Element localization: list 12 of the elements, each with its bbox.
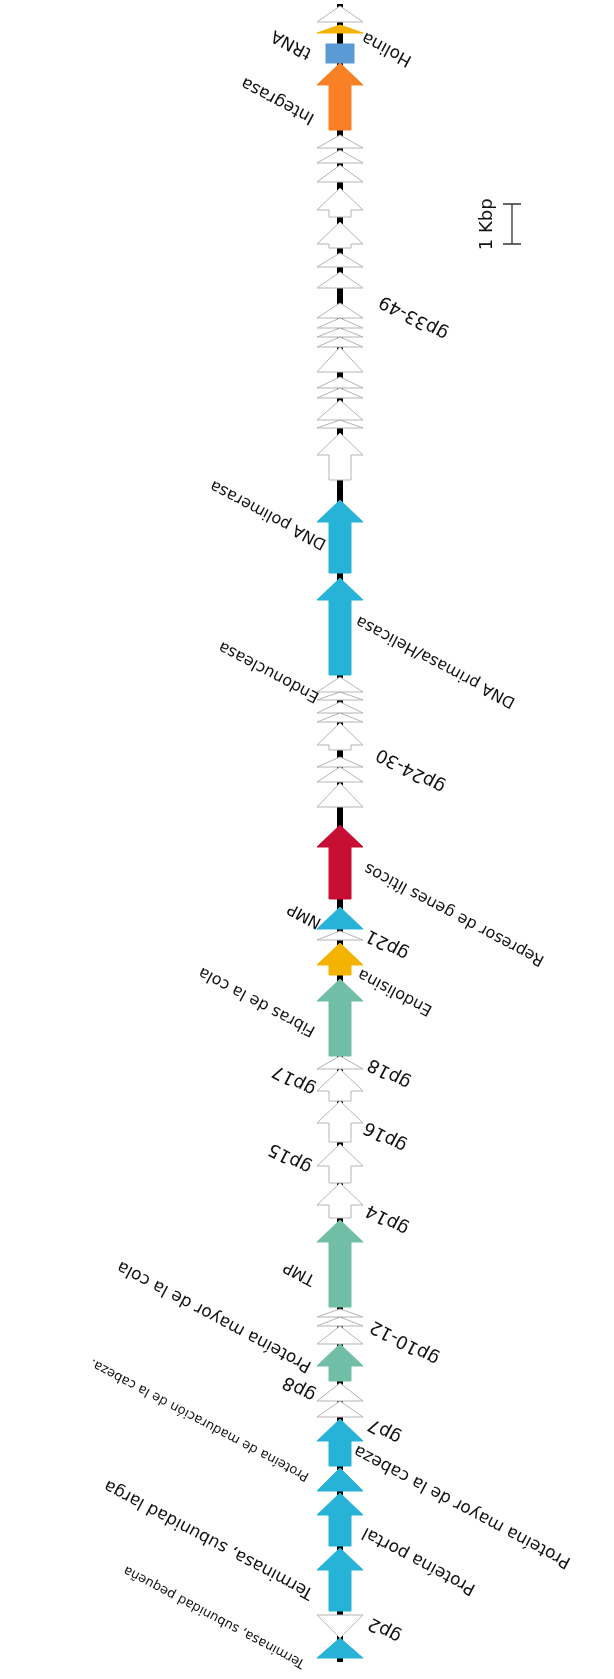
gene-label: gp21	[362, 924, 413, 965]
scale-label: 1 Kbp	[475, 198, 497, 250]
gene-label: gp8	[278, 1372, 319, 1407]
gene-label: gp14	[362, 1199, 413, 1240]
gene-label: gp18	[364, 1053, 415, 1094]
gene-label: gp15	[264, 1138, 315, 1179]
gene-label: TMP	[280, 1257, 319, 1290]
gene-label: gp16	[360, 1116, 411, 1157]
gene-label: NMP	[284, 899, 325, 933]
gene-label: gp2	[364, 1612, 405, 1648]
gene-label: gp7	[364, 1413, 404, 1449]
gene-label: gp17	[268, 1060, 319, 1101]
